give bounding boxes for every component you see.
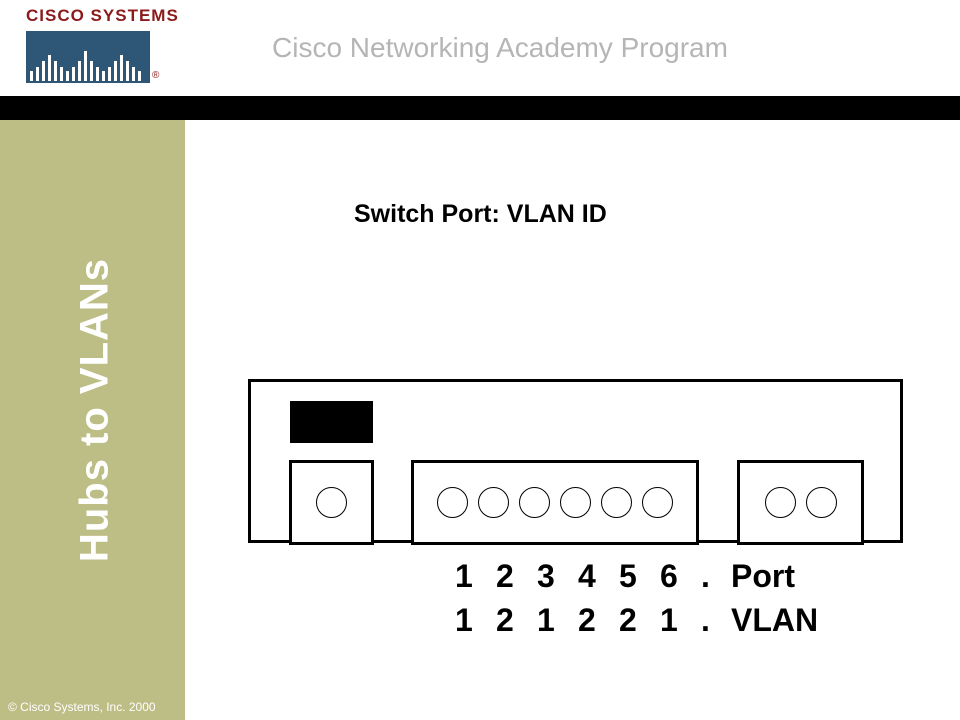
slide-heading: Switch Port: VLAN ID [354,200,607,228]
copyright-notice: © Cisco Systems, Inc. 2000 [8,700,156,714]
header-bar [0,96,960,120]
sidebar-title: Hubs to VLANs [72,257,117,563]
cisco-logo-bridge [26,31,150,83]
switch-port-icon [642,487,673,518]
registered-mark-icon: ® [152,70,160,81]
vlan-id: 2 [619,602,637,638]
cisco-logo: CISCO SYSTEMS [26,6,179,83]
bridge-bars-icon [30,51,141,81]
port-number: 4 [578,558,596,594]
switch-port-icon [519,487,550,518]
switch-port-icon [806,487,837,518]
switch-port-icon [560,487,591,518]
switch-port-icon [437,487,468,518]
cisco-logo-text: CISCO SYSTEMS [26,6,179,25]
port-number-ellipsis: . [701,558,710,594]
port-number: 1 [455,558,473,594]
switch-console-block [290,401,373,443]
vlan-row-label: VLAN [731,602,819,638]
vlan-id: 1 [660,602,678,638]
switch-port-icon [601,487,632,518]
vlan-id: 2 [496,602,514,638]
port-number: 2 [496,558,514,594]
vlan-id-ellipsis: . [701,602,710,638]
sidebar [0,120,185,720]
vlan-id: 1 [455,602,473,638]
port-number: 3 [537,558,555,594]
port-number: 5 [619,558,637,594]
vlan-id: 1 [537,602,555,638]
switch-port-icon [765,487,796,518]
switch-module-right [737,460,864,545]
port-number: 6 [660,558,678,594]
vlan-id: 2 [578,602,596,638]
switch-port-icon [478,487,509,518]
switch-port-icon [316,487,347,518]
program-title: Cisco Networking Academy Program [272,32,728,63]
port-row-label: Port [731,558,795,594]
